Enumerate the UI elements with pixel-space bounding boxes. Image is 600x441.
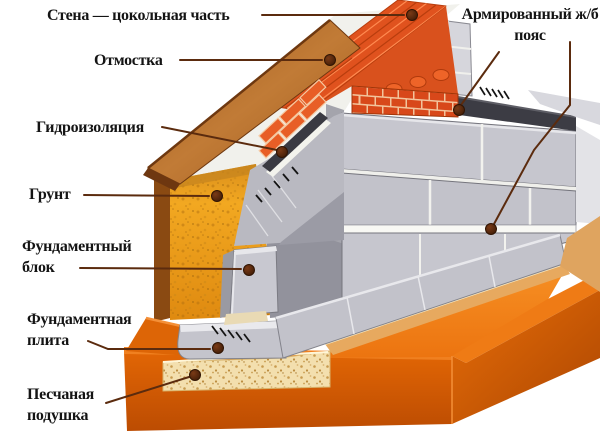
label-waterproofing: Гидроизоляция xyxy=(36,119,144,136)
belt-top-surface xyxy=(528,90,600,125)
label-foundation-slab: Фундаментная плита xyxy=(27,311,132,350)
laid-bricks xyxy=(258,79,327,159)
plate-top-strip xyxy=(224,311,268,325)
ground-box-right xyxy=(452,290,600,424)
ground-left-chunk xyxy=(126,318,190,356)
dot-foundation-slab xyxy=(212,342,224,354)
platform-assembly xyxy=(234,79,344,246)
waterproofing-strip xyxy=(262,112,328,172)
label-soil: Грунт xyxy=(29,186,71,203)
wall-right-cut xyxy=(576,126,600,224)
blind-area-end-cap xyxy=(143,168,180,191)
belt-plate xyxy=(451,86,600,131)
leader-soil xyxy=(83,194,210,197)
leader-foundation-block xyxy=(79,267,242,270)
hatch-ticks-top xyxy=(479,86,510,100)
foundation-block xyxy=(220,245,279,325)
hatch-ticks-plate xyxy=(211,325,251,343)
dot-soil xyxy=(211,190,223,202)
dot-wall xyxy=(406,9,418,21)
hatch-ticks-platform xyxy=(255,166,299,203)
dot-belt-2 xyxy=(485,223,497,235)
label-blind-area: Отмостка xyxy=(94,52,163,69)
callouts xyxy=(79,14,571,404)
ground-box-top xyxy=(452,272,600,363)
wall-platform xyxy=(234,112,344,246)
excavation-floor xyxy=(305,272,564,358)
foundation-plate-strip xyxy=(275,233,567,359)
label-wall: Стена — цокольная часть xyxy=(47,7,230,24)
leader-sand-cushion xyxy=(105,376,190,404)
label-sand-cushion: Песчаная подушка xyxy=(27,386,95,425)
dot-foundation-block xyxy=(243,264,255,276)
leader-waterproofing xyxy=(161,126,278,151)
reinforced-belt-strip xyxy=(341,224,577,234)
joint-ab xyxy=(342,169,576,191)
right-ground-wedge xyxy=(560,216,600,292)
leader-foundation-slab xyxy=(87,340,211,350)
callout-dots xyxy=(189,9,497,381)
dot-belt-1 xyxy=(453,104,465,116)
dot-sand-cushion xyxy=(189,369,201,381)
label-foundation-block: Фундаментный блок xyxy=(22,238,132,277)
foundation-plate xyxy=(177,320,287,360)
screed-strip xyxy=(266,118,331,177)
dot-blind-area xyxy=(324,54,336,66)
leader-belt-1 xyxy=(460,51,500,106)
label-reinforced-belt: Армированный ж/б пояс xyxy=(461,6,599,45)
ground-shelf-strip xyxy=(325,264,570,355)
dot-waterproofing xyxy=(276,146,288,158)
leader-belt-2 xyxy=(493,41,571,225)
